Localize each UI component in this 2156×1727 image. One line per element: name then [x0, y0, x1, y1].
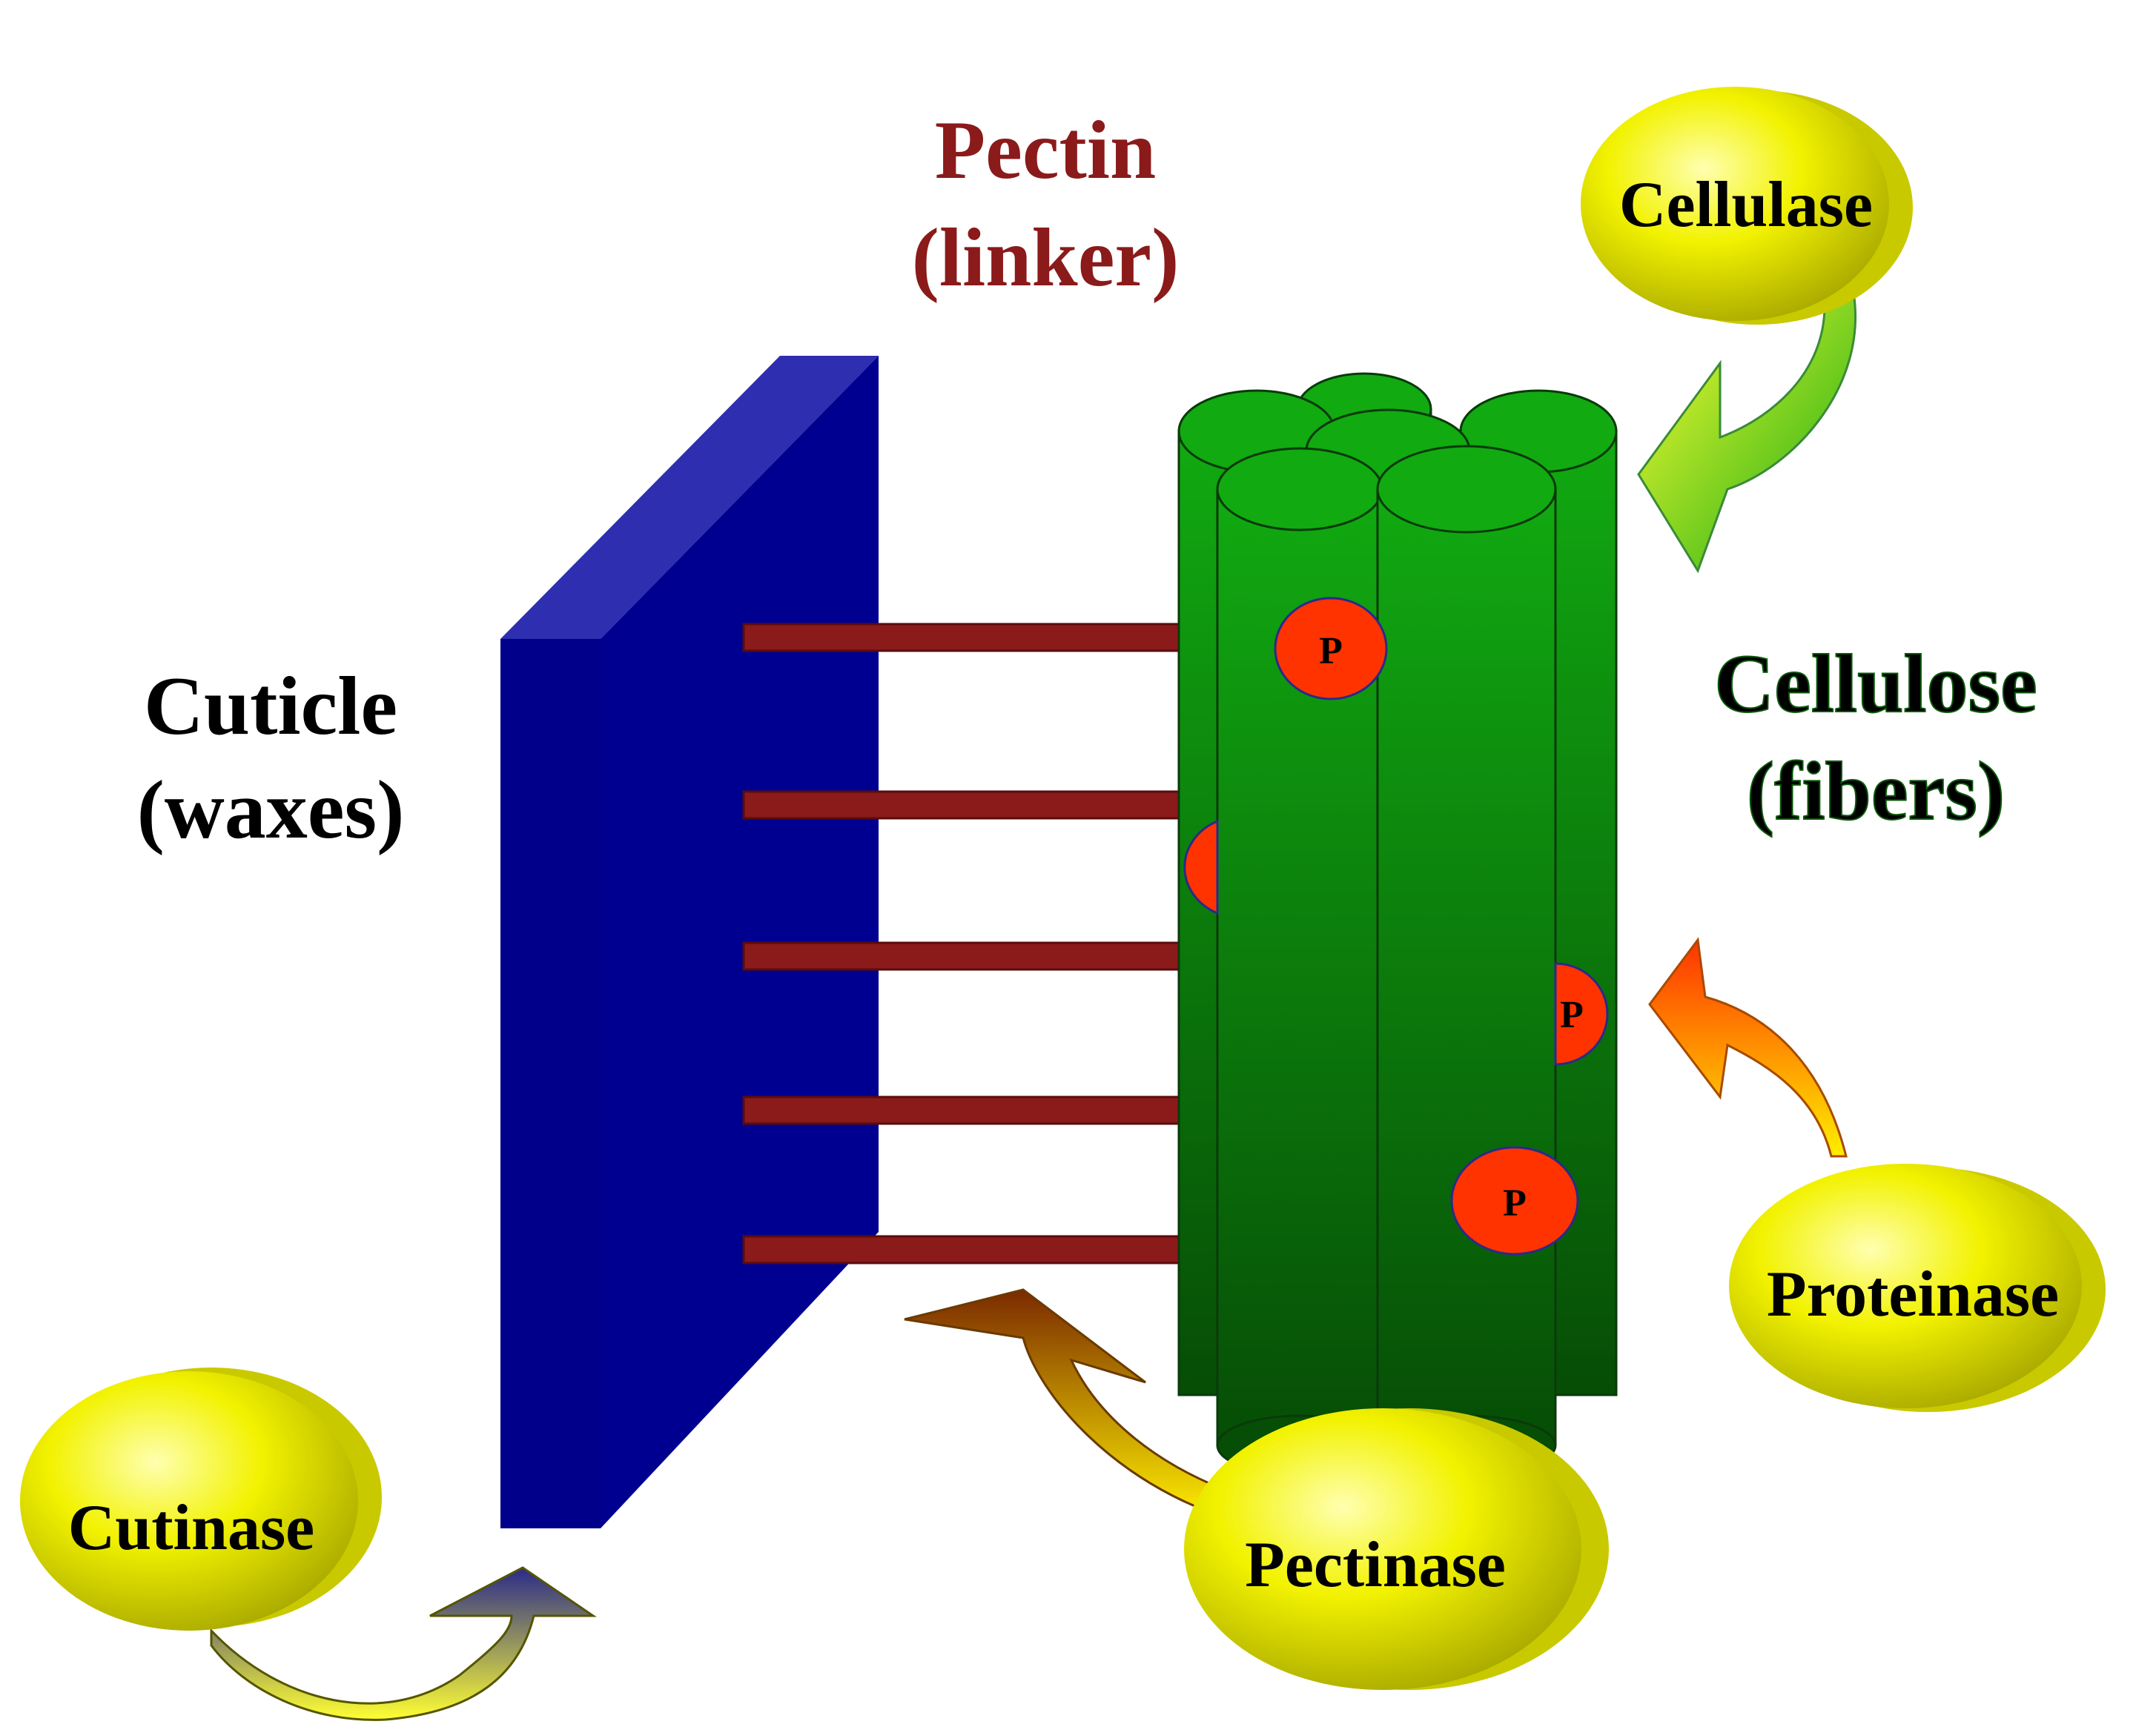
protein-marker-partial — [1183, 819, 1219, 915]
proteinase-arrow — [1648, 937, 1848, 1158]
pectin-label: Pectin (linker) — [912, 105, 1180, 304]
cutinase-arrow — [210, 1566, 597, 1721]
pectin-label-line2: (linker) — [912, 212, 1180, 304]
enzyme-label: Proteinase — [1767, 1259, 2059, 1330]
enzyme-pectinase: Pectinase — [1184, 1408, 1609, 1690]
enzyme-label: Pectinase — [1245, 1529, 1506, 1601]
cellulose-label: Cellulose (fibers) — [1713, 637, 2038, 838]
protein-marker-label: P — [1560, 994, 1584, 1036]
enzyme-label: Cutinase — [68, 1492, 315, 1564]
enzyme-label: Cellulase — [1619, 169, 1873, 241]
cuticle-top-edge — [500, 356, 879, 639]
pectin-bar — [742, 623, 1190, 652]
protein-markers: P P P — [1183, 597, 1609, 1256]
cellulose-fiber — [1216, 447, 1383, 1476]
cellulose-label-line2: (fibers) — [1747, 746, 2005, 838]
pectin-label-line1: Pectin — [935, 105, 1157, 196]
cellulose-fiber — [1376, 445, 1557, 1476]
cellulose-label-line1: Cellulose — [1714, 638, 2037, 730]
enzyme-proteinase: Proteinase — [1729, 1164, 2106, 1412]
pectin-bar — [742, 790, 1190, 820]
pectin-bar — [742, 941, 1190, 971]
protein-marker-label: P — [1319, 630, 1343, 672]
protein-marker: P — [1450, 1146, 1579, 1256]
protein-marker-label: P — [1503, 1182, 1527, 1224]
enzyme-cutinase: Cutinase — [20, 1368, 382, 1631]
pectin-bar — [742, 1095, 1190, 1125]
pectin-bar — [742, 1235, 1190, 1264]
protein-marker: P — [1274, 597, 1388, 700]
cuticle-side-face — [500, 639, 601, 1528]
cuticle-label-line1: Cuticle — [144, 660, 397, 752]
cellulose-bundle — [1177, 372, 1618, 1476]
cellulase-arrow — [1637, 291, 1857, 574]
pectin-linkers — [742, 623, 1190, 1264]
enzyme-cellulase: Cellulase — [1581, 87, 1913, 325]
protein-marker: P — [1554, 962, 1609, 1066]
arrows — [210, 291, 1857, 1721]
pectinase-arrow — [904, 1288, 1248, 1521]
cuticle-label-line2: (waxes) — [137, 764, 405, 856]
cuticle-label: Cuticle (waxes) — [137, 660, 405, 856]
